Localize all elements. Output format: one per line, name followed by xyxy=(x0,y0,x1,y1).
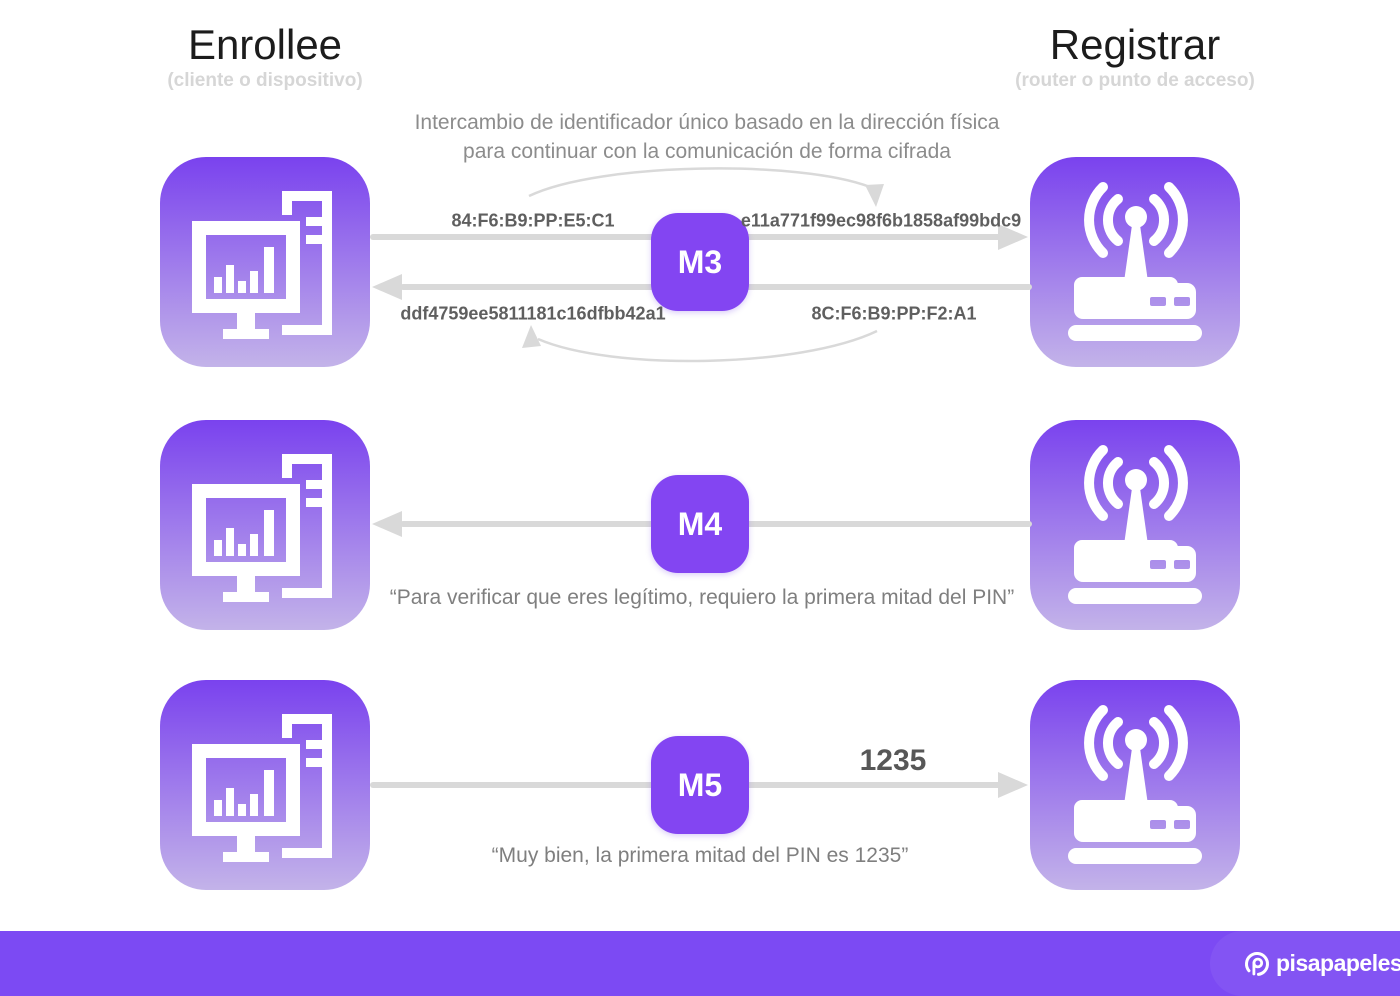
router-icon xyxy=(1068,445,1202,604)
router-icon xyxy=(1068,182,1202,341)
footer-bar: pisapapeles xyxy=(0,931,1400,996)
computer-icon xyxy=(186,714,332,862)
footer-brand-name: pisapapeles xyxy=(1276,950,1400,976)
m3-arrowhead-right xyxy=(998,224,1028,250)
m3-registrar-mac-label: 8C:F6:B9:PP:F2:A1 xyxy=(811,303,977,324)
m5-arrowhead-right xyxy=(998,772,1028,798)
m3-arrowhead-left xyxy=(372,274,402,300)
enrollee-title: Enrollee xyxy=(187,21,343,68)
registrar-header: Registrar (router o punto de acceso) xyxy=(990,22,1280,92)
computer-icon xyxy=(186,191,332,339)
registrar-tile-2 xyxy=(1030,420,1240,630)
arc-arrowhead-down xyxy=(865,184,884,207)
enrollee-tile-1 xyxy=(160,157,370,367)
registrar-title: Registrar xyxy=(1049,21,1221,68)
enrollee-subtitle: (cliente o dispositivo) xyxy=(167,70,363,91)
enrollee-tile-2 xyxy=(160,420,370,630)
computer-icon xyxy=(186,454,332,602)
footer-logo-pill xyxy=(1210,931,1400,996)
m5-pin-value: 1235 xyxy=(859,744,927,777)
arc-arrowhead-up xyxy=(522,325,541,348)
registrar-tile-1 xyxy=(1030,157,1240,367)
enrollee-tile-3 xyxy=(160,680,370,890)
m4-box: M4 xyxy=(651,475,749,573)
m4-arrowhead-left xyxy=(372,511,402,537)
m3-enrollee-mac-label: 84:F6:B9:PP:E5:C1 xyxy=(451,210,615,231)
pisapapeles-logo-icon xyxy=(1245,951,1269,976)
m3-hash-to-enrollee-label: ddf4759ee5811181c16dfbb42a1 xyxy=(400,303,666,324)
intro-line-1: Intercambio de identificador único basad… xyxy=(414,111,1000,134)
footer-brand: pisapapeles xyxy=(1243,931,1400,996)
m3-box: M3 xyxy=(651,213,749,311)
intro-line-2: para continuar con la comunicación de fo… xyxy=(463,140,951,163)
registrar-tile-3 xyxy=(1030,680,1240,890)
registrar-subtitle: (router o punto de acceso) xyxy=(1015,70,1255,91)
enrollee-header: Enrollee (cliente o dispositivo) xyxy=(120,22,410,92)
router-icon xyxy=(1068,705,1202,864)
m5-quote: “Muy bien, la primera mitad del PIN es 1… xyxy=(491,844,909,867)
m4-quote: “Para verificar que eres legítimo, requi… xyxy=(389,586,1015,609)
intro-text: Intercambio de identificador único basad… xyxy=(357,108,1057,166)
m3-hash-to-registrar-label: e11a771f99ec98f6b1858af99bdc9 xyxy=(740,210,1022,231)
m5-box: M5 xyxy=(651,736,749,834)
